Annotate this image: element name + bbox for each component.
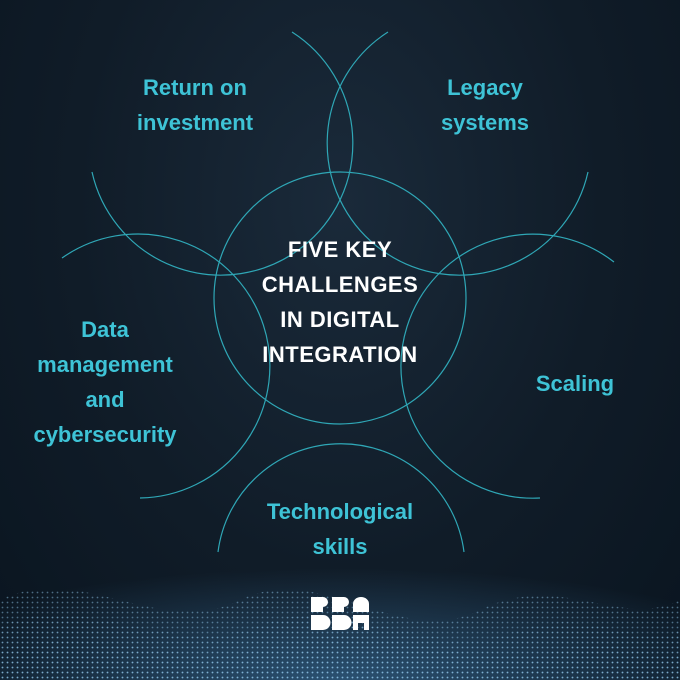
center-circle bbox=[213, 171, 467, 425]
challenge-label-data: Data management and cybersecurity bbox=[33, 317, 177, 447]
challenge-circles bbox=[61, 31, 615, 553]
challenge-label-legacy: Legacy systems bbox=[440, 75, 530, 135]
particle-wave-decoration bbox=[0, 520, 680, 680]
challenge-label-skills: Technological skills bbox=[266, 499, 414, 559]
circle-scaling bbox=[400, 233, 615, 499]
circle-legacy bbox=[326, 31, 589, 276]
bba-logo-icon bbox=[311, 597, 369, 630]
circle-roi bbox=[91, 31, 354, 276]
circle-data bbox=[61, 233, 271, 499]
challenge-label-scaling: Scaling bbox=[535, 371, 615, 396]
circle-skills bbox=[217, 443, 465, 553]
center-title: FIVE KEY CHALLENGES IN DIGITAL INTEGRATI… bbox=[261, 237, 419, 367]
challenge-label-roi: Return on investment bbox=[136, 75, 254, 135]
